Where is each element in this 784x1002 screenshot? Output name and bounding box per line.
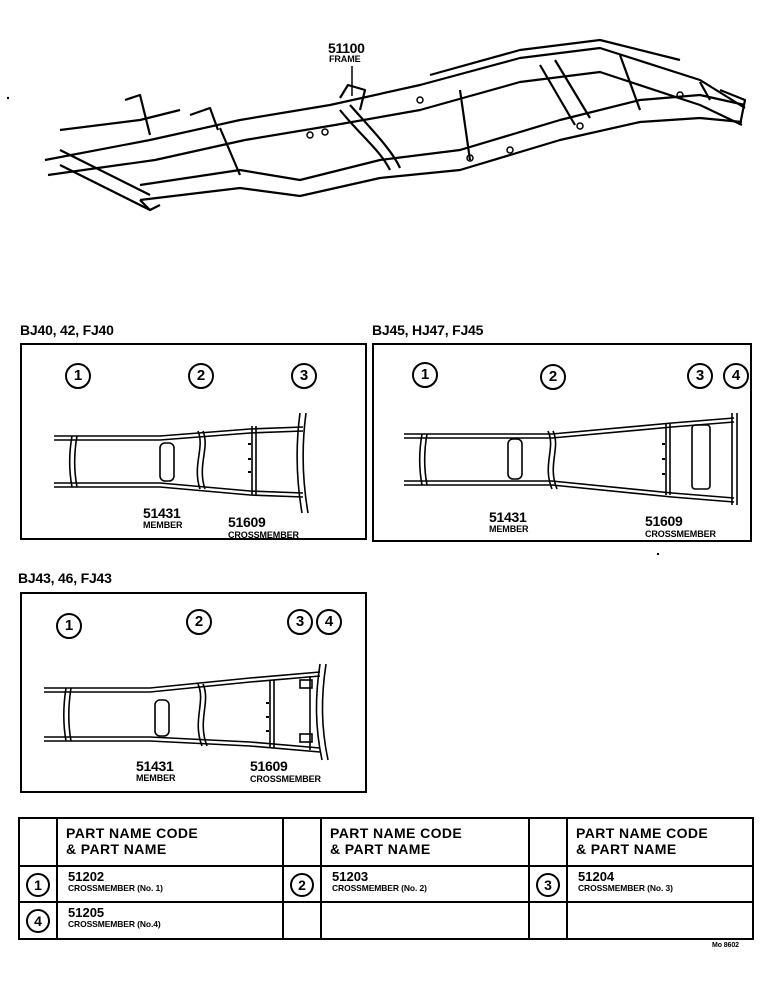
number-cell: 3 [528,865,568,903]
panel-3-marker-4: 4 [316,609,342,635]
speck-dot [657,553,659,555]
panel-2-cross-code: 51609 [645,513,683,529]
panel-1-member-code: 51431 [143,505,181,521]
header-text: PART NAME CODE & PART NAME [330,825,463,857]
number-cell [528,901,568,940]
panel-3-marker-1: 1 [56,613,82,639]
panel-2-member-name: MEMBER [489,524,529,534]
panel-3-marker-2: 2 [186,609,212,635]
frame-code: 51100 [328,40,365,56]
panel-2-member-code: 51431 [489,509,527,525]
panel-2-box [372,343,752,542]
part-name: CROSSMEMBER (No. 3) [578,883,673,893]
panel-1-box [20,343,367,540]
ref-number-3: 3 [536,873,560,897]
number-cell [282,901,322,940]
ref-number-2: 2 [290,873,314,897]
number-cell: 2 [282,865,322,903]
part-name: CROSSMEMBER (No.4) [68,919,161,929]
part-code: 51203 [332,869,369,884]
panel-1-title: BJ40, 42, FJ40 [20,322,114,338]
part-code: 51202 [68,869,105,884]
panel-3-title: BJ43, 46, FJ43 [18,570,112,586]
header-cell: PART NAME CODE & PART NAME [56,817,284,867]
ref-number-4: 4 [26,909,50,933]
panel-1-frame-diagram [54,412,309,514]
frame-name: FRAME [329,54,361,64]
header-number-cell [282,817,322,867]
panel-2-marker-3: 3 [687,363,713,389]
panel-2-marker-4: 4 [723,363,749,389]
panel-3-frame-diagram [44,663,329,761]
part-code: 51205 [68,905,105,920]
ref-number-1: 1 [26,873,50,897]
header-cell: PART NAME CODE & PART NAME [320,817,530,867]
panel-3-member-code: 51431 [136,758,174,774]
part-name: CROSSMEMBER (No. 2) [332,883,427,893]
table-header-row: PART NAME CODE & PART NAME PART NAME COD… [18,817,754,867]
panel-1-marker-1: 1 [65,363,91,389]
panel-1-marker-3: 3 [291,363,317,389]
part-cell [320,901,530,940]
panel-1-marker-2: 2 [188,363,214,389]
panel-3-cross-name: CROSSMEMBER [250,774,321,784]
panel-2-cross-name: CROSSMEMBER [645,529,716,539]
part-cell [566,901,754,940]
panel-2-title: BJ45, HJ47, FJ45 [372,322,484,338]
part-code: 51204 [578,869,615,884]
header-number-cell [18,817,58,867]
panel-2-marker-2: 2 [540,364,566,390]
header-number-cell [528,817,568,867]
panel-3-member-name: MEMBER [136,773,176,783]
panel-2-marker-1: 1 [412,362,438,388]
panel-1-cross-name: CROSSMEMBER [228,530,299,540]
number-cell: 4 [18,901,58,940]
panel-2-frame-diagram [404,413,738,505]
panel-3-box [20,592,367,793]
header-text: PART NAME CODE & PART NAME [576,825,709,857]
footnote: Mo 8602 [712,942,739,949]
frame-illustration [6,38,747,212]
parts-table: PART NAME CODE & PART NAME PART NAME COD… [18,817,754,940]
panel-3-cross-code: 51609 [250,758,288,774]
panel-3-marker-3: 3 [287,609,313,635]
part-name: CROSSMEMBER (No. 1) [68,883,163,893]
header-text: PART NAME CODE & PART NAME [66,825,199,857]
panel-1-member-name: MEMBER [143,520,183,530]
header-cell: PART NAME CODE & PART NAME [566,817,754,867]
number-cell: 1 [18,865,58,903]
panel-1-cross-code: 51609 [228,514,266,530]
